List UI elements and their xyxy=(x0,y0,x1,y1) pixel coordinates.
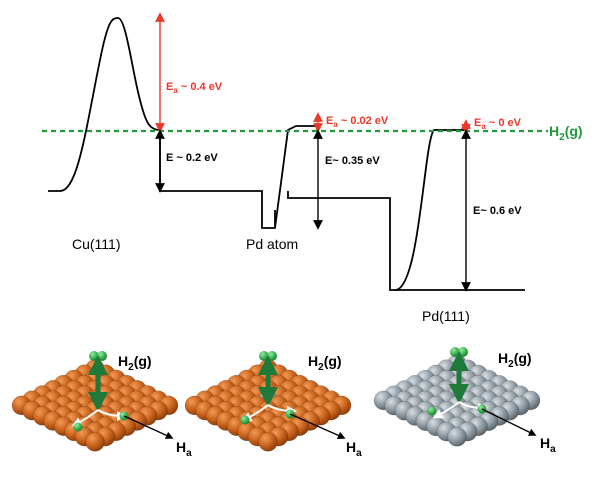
panel-3-ha-label: Ha xyxy=(540,435,556,455)
h2-molecule-atom xyxy=(458,347,468,357)
adatom-pointer-arrow xyxy=(123,415,174,439)
energy-profile-cu xyxy=(48,17,319,229)
barrier-label-cu: Ea ~ 0.4 eV xyxy=(166,81,223,95)
adatom-pointer-arrow xyxy=(289,413,346,439)
pd-atom-on-cu-slab xyxy=(184,359,352,452)
surface-label-cu111: Cu(111) xyxy=(72,236,121,252)
surface-atom xyxy=(447,427,467,447)
adsorption-label-pd-atom: E~ 0.35 eV xyxy=(325,155,380,167)
panel-1-h2-label: H2(g) xyxy=(118,353,152,373)
surface-label-pd111: Pd(111) xyxy=(422,308,470,324)
panel-overlays xyxy=(71,347,537,439)
h2-molecule-atom xyxy=(97,351,107,361)
barrier-label-pd111: Ea ~ 0 eV xyxy=(474,117,522,131)
adsorption-label-cu: E ~ 0.2 eV xyxy=(166,152,218,164)
panel-2-h2-label: H2(g) xyxy=(308,353,342,373)
panel-3-h2-label: H2(g) xyxy=(498,350,532,370)
adsorbed-h-atom xyxy=(73,422,83,432)
surface-label-pd-atom: Pd atom xyxy=(246,236,298,252)
barrier-label-pd-atom: Ea ~ 0.02 eV xyxy=(326,115,389,129)
adatom-pointer-arrow xyxy=(481,408,537,436)
energy-profile-pd111-barrier xyxy=(395,129,468,291)
dissociation-arrow xyxy=(432,401,460,419)
panel-2-ha-label: Ha xyxy=(346,439,362,459)
surface-atom xyxy=(258,432,278,452)
adsorbed-h-atom xyxy=(240,415,250,425)
cu111-slab xyxy=(11,359,179,452)
h2-reference-label: H2(g) xyxy=(549,123,583,143)
surface-atom xyxy=(85,432,105,452)
adsorption-label-pd111: E~ 0.6 eV xyxy=(473,205,522,217)
energy-profile-pd-atom-step xyxy=(274,191,525,291)
adsorbed-h-atom xyxy=(427,406,437,416)
h2-molecule-atom xyxy=(267,351,277,361)
panel-1-ha-label: Ha xyxy=(176,439,192,459)
